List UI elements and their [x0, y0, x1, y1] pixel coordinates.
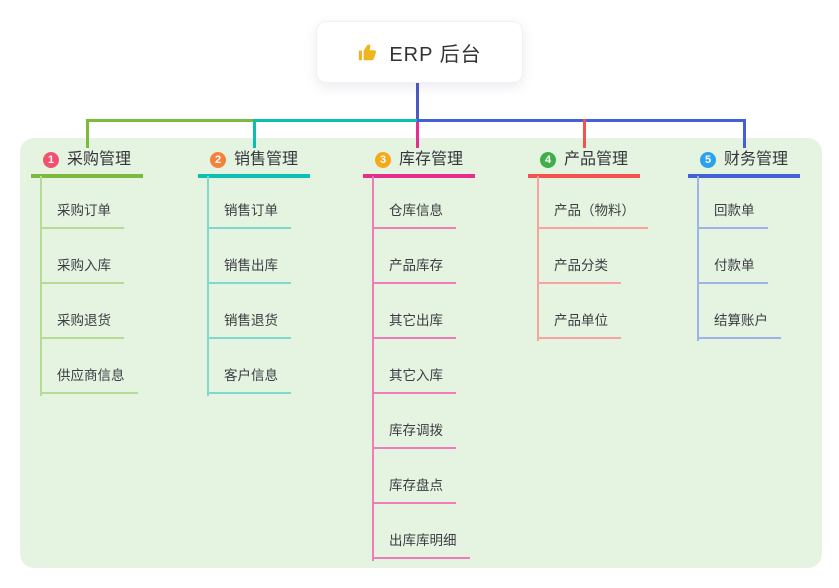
sub-item[interactable]: 产品分类: [537, 257, 621, 284]
branch-vertical-line: [537, 176, 539, 341]
branch-vertical-line: [207, 176, 209, 396]
sub-item[interactable]: 采购退货: [40, 312, 124, 339]
connector-horizontal-teal: [254, 119, 417, 122]
branch-number-badge: 2: [210, 151, 226, 168]
sub-item[interactable]: 采购订单: [40, 202, 124, 229]
branch-finance-management: 5 财务管理 回款单 付款单 结算账户: [688, 0, 839, 588]
sub-item[interactable]: 销售退货: [207, 312, 291, 339]
thumbs-up-icon: [357, 41, 379, 63]
sub-item[interactable]: 结算账户: [697, 312, 781, 339]
branch-sales-management: 2 销售管理 销售订单 销售出库 销售退货 客户信息: [198, 0, 368, 588]
branch-vertical-line: [372, 176, 374, 561]
sub-item[interactable]: 采购入库: [40, 257, 124, 284]
branch-number-badge: 5: [700, 151, 716, 168]
sub-item[interactable]: 供应商信息: [40, 367, 138, 394]
sub-item[interactable]: 仓库信息: [372, 202, 456, 229]
sub-item[interactable]: 库存调拨: [372, 422, 456, 449]
connector-horizontal-green: [87, 119, 254, 122]
sub-item[interactable]: 回款单: [697, 202, 768, 229]
branch-drop-line-5: [743, 119, 746, 148]
branch-drop-line-3: [416, 122, 419, 148]
branch-title-node[interactable]: 5 财务管理: [688, 149, 800, 178]
connector-horizontal-blue: [417, 119, 746, 122]
sub-item[interactable]: 销售订单: [207, 202, 291, 229]
branch-purchase-management: 1 采购管理 采购订单 采购入库 采购退货 供应商信息: [31, 0, 201, 588]
branch-drop-line-4: [583, 119, 586, 148]
sub-item[interactable]: 销售出库: [207, 257, 291, 284]
sub-item[interactable]: 客户信息: [207, 367, 291, 394]
branch-title-label: 产品管理: [564, 151, 629, 168]
branch-title-label: 销售管理: [234, 151, 299, 168]
branch-drop-line-2: [253, 119, 256, 148]
branch-title-label: 财务管理: [724, 151, 789, 168]
sub-item[interactable]: 产品单位: [537, 312, 621, 339]
sub-item[interactable]: 产品库存: [372, 257, 456, 284]
branch-vertical-line: [40, 176, 42, 396]
branch-inventory-management: 3 库存管理 仓库信息 产品库存 其它出库 其它入库 库存调拨 库存盘点 出库库…: [363, 0, 533, 588]
sub-item[interactable]: 产品（物料）: [537, 202, 648, 229]
branch-title-label: 库存管理: [399, 151, 464, 168]
sub-item[interactable]: 库存盘点: [372, 477, 456, 504]
branch-title-label: 采购管理: [67, 151, 132, 168]
branch-number-badge: 1: [43, 151, 59, 168]
branch-title-node[interactable]: 3 库存管理: [363, 149, 475, 178]
branch-drop-line-1: [86, 119, 89, 148]
sub-item[interactable]: 其它入库: [372, 367, 456, 394]
root-node-label: ERP 后台: [389, 43, 482, 66]
sub-item[interactable]: 出库库明细: [372, 532, 470, 559]
branches-background-panel: [20, 138, 822, 568]
sub-item[interactable]: 其它出库: [372, 312, 456, 339]
branch-number-badge: 4: [540, 151, 556, 168]
root-connector-line: [416, 83, 419, 120]
branch-title-node[interactable]: 2 销售管理: [198, 149, 310, 178]
branch-product-management: 4 产品管理 产品（物料） 产品分类 产品单位: [528, 0, 698, 588]
branch-title-node[interactable]: 4 产品管理: [528, 149, 640, 178]
branch-number-badge: 3: [375, 151, 391, 168]
sub-item[interactable]: 付款单: [697, 257, 768, 284]
branch-title-node[interactable]: 1 采购管理: [31, 149, 143, 178]
root-node[interactable]: ERP 后台: [316, 21, 523, 83]
branch-vertical-line: [697, 176, 699, 341]
